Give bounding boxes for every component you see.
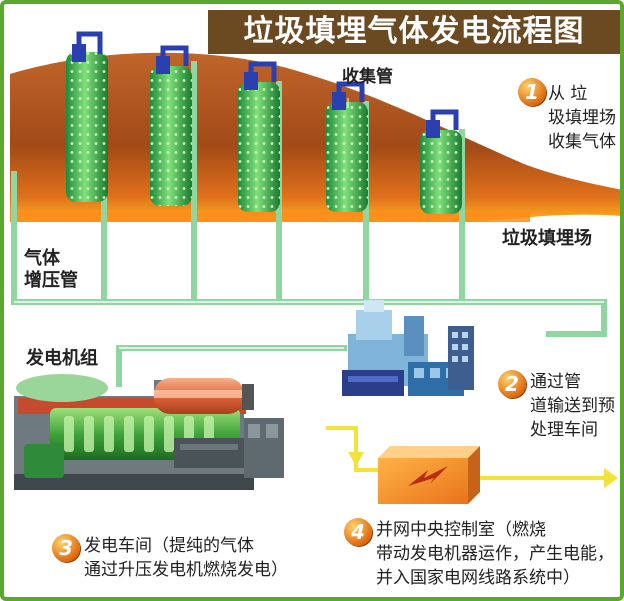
control-room xyxy=(378,446,480,504)
step-text: 通过管 道输送到预 处理车间 xyxy=(530,372,615,440)
step-3: 3 发电车间（提纯的气体 通过升压发电机燃烧发电） xyxy=(52,534,342,582)
step-text: 发电车间（提纯的气体 通过升压发电机燃烧发电） xyxy=(84,536,288,580)
step-number-badge: 4 xyxy=(344,518,372,546)
pretreatment-plant xyxy=(342,300,474,396)
collection-well xyxy=(326,81,368,212)
collection-well xyxy=(66,31,108,202)
gas-pipeline-inner xyxy=(14,301,604,349)
power-line xyxy=(326,426,604,480)
generator-set-label: 发电机组 xyxy=(26,348,98,369)
power-arrow-down xyxy=(348,452,364,466)
collection-pipe-label: 收集管 xyxy=(342,67,393,87)
lightning-bolt-icon xyxy=(408,466,448,486)
step-4: 4 并网中央控制室（燃烧 带动发电机器运作，产生电能， 并入国家电网线路系统中） xyxy=(344,518,620,590)
power-arrow-right xyxy=(604,468,618,488)
step-2: 2 通过管 道输送到预 处理车间 xyxy=(498,370,620,442)
landfill-label: 垃圾填埋场 xyxy=(502,228,592,249)
step-text: 从 垃 圾填埋场 收集气体 xyxy=(548,84,616,152)
step-number-badge: 1 xyxy=(518,78,546,106)
step-number-badge: 3 xyxy=(52,534,80,562)
step-text: 并网中央控制室（燃烧 带动发电机器运作，产生电能， 并入国家电网线路系统中） xyxy=(376,520,614,588)
collection-well xyxy=(420,109,462,214)
collection-well xyxy=(238,61,280,212)
generator-set xyxy=(14,374,284,490)
landfill-base-glow xyxy=(10,212,530,222)
booster-pipe-label: 气体 增压管 xyxy=(24,248,78,291)
step-number-badge: 2 xyxy=(498,370,526,398)
collection-well xyxy=(150,45,192,206)
page-title: 垃圾填埋气体发电流程图 xyxy=(208,10,620,54)
collection-wells xyxy=(66,31,462,214)
process-illustration xyxy=(10,31,620,504)
